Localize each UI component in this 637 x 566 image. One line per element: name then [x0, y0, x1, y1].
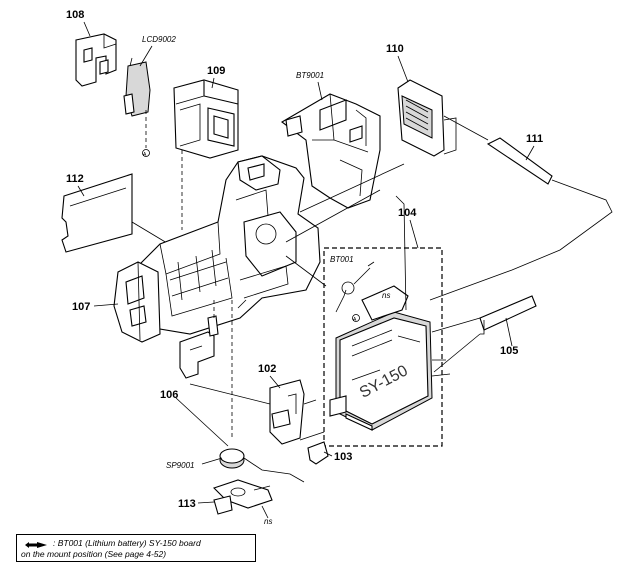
- part-102: [269, 379, 317, 445]
- note-box: : BT001 (Lithium battery) SY-150 board o…: [16, 534, 256, 562]
- label-112: 112: [66, 173, 84, 185]
- label-bt9001: BT9001: [296, 71, 324, 80]
- part-110-board: [397, 79, 457, 157]
- part-104-group: [323, 195, 451, 447]
- label-bt001: BT001: [330, 255, 354, 264]
- label-113: 113: [178, 498, 196, 510]
- part-111-flex: [429, 115, 613, 301]
- label-106: 106: [160, 389, 178, 401]
- part-113-bracket: [212, 479, 273, 515]
- label-110: 110: [386, 43, 404, 55]
- pointer-arrow-icon: [25, 542, 47, 548]
- part-lcd9002: [123, 57, 151, 148]
- part-103: [307, 441, 329, 465]
- label-sp9001: SP9001: [166, 461, 194, 470]
- part-main-frame: [135, 155, 321, 335]
- part-112-sheet: [61, 173, 173, 253]
- part-sp9001-speaker: [175, 300, 305, 483]
- label-107: 107: [72, 301, 90, 313]
- label-ns-board: ns: [382, 291, 390, 300]
- label-105: 105: [500, 345, 518, 357]
- part-109-viewfinder: [173, 79, 239, 230]
- label-109: 109: [207, 65, 225, 77]
- part-105: [431, 295, 537, 373]
- part-106-bracket: [179, 300, 219, 379]
- label-ns-speaker: ns: [264, 517, 272, 526]
- label-102: 102: [258, 363, 276, 375]
- marker-a-board: A: [353, 317, 357, 323]
- part-107-cover: [113, 261, 161, 343]
- connector-lines: [142, 149, 405, 441]
- part-108-bracket: [75, 33, 117, 87]
- label-lcd9002: LCD9002: [142, 35, 176, 44]
- label-103: 103: [334, 451, 352, 463]
- marker-a-lcd: A: [143, 152, 147, 158]
- label-111: 111: [526, 133, 543, 145]
- label-104: 104: [398, 207, 417, 219]
- note-line-1: : BT001 (Lithium battery) SY-150 board: [53, 538, 201, 548]
- note-line-2: on the mount position (See page 4-52): [21, 549, 167, 559]
- label-108: 108: [66, 9, 84, 21]
- part-bt9001: [281, 93, 381, 209]
